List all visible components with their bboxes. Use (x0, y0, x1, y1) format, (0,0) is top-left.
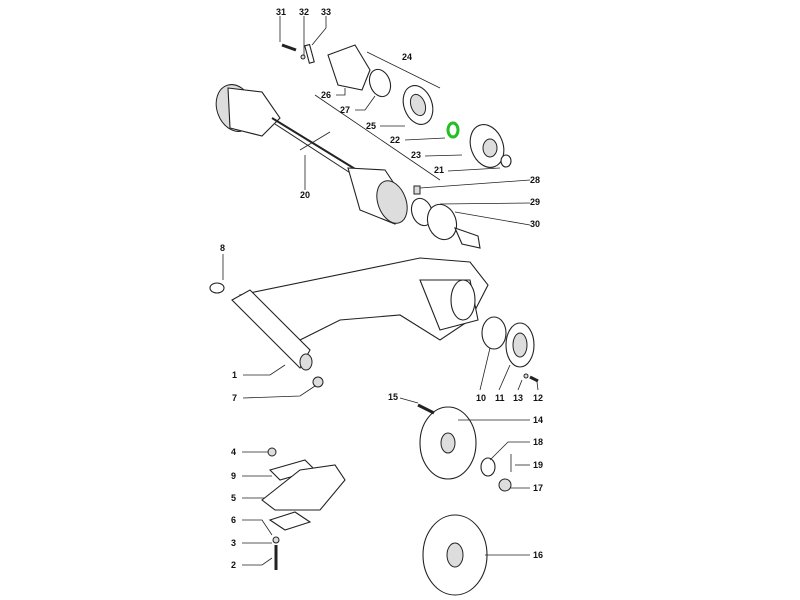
callout-7: 7 (232, 393, 237, 403)
callout-30: 30 (530, 219, 540, 229)
callout-3: 3 (231, 538, 236, 548)
leader-lines (222, 16, 539, 566)
callout-10: 10 (476, 393, 486, 403)
callout-1: 1 (232, 370, 237, 380)
callout-labels: 31 32 33 24 26 27 25 22 23 21 28 20 29 3… (220, 7, 543, 570)
brake-drum-hub (422, 514, 488, 596)
callout-16: 16 (533, 550, 543, 560)
callout-31: 31 (276, 7, 286, 17)
callout-24: 24 (402, 52, 412, 62)
callout-29: 29 (530, 197, 540, 207)
boot-kit (281, 43, 512, 249)
callout-11: 11 (495, 393, 505, 403)
callout-2: 2 (231, 560, 236, 570)
callout-5: 5 (231, 493, 236, 503)
wheel-hub (417, 403, 512, 492)
callout-27: 27 (340, 105, 350, 115)
drive-shaft (215, 84, 408, 225)
callout-32: 32 (299, 7, 309, 17)
callout-23: 23 (411, 150, 421, 160)
brake-plate (261, 447, 346, 570)
callout-20: 20 (300, 190, 310, 200)
highlighted-part-22 (446, 121, 460, 139)
trailing-arm (209, 257, 539, 388)
callout-28: 28 (530, 175, 540, 185)
callout-12: 12 (533, 393, 543, 403)
callout-13: 13 (513, 393, 523, 403)
callout-26: 26 (321, 90, 331, 100)
callout-6: 6 (231, 515, 236, 525)
callout-21: 21 (434, 165, 444, 175)
callout-25: 25 (366, 121, 376, 131)
callout-4: 4 (231, 447, 236, 457)
callout-33: 33 (321, 7, 331, 17)
callout-22: 22 (390, 135, 400, 145)
callout-17: 17 (533, 483, 543, 493)
callout-15: 15 (388, 392, 398, 402)
callout-14: 14 (533, 415, 543, 425)
callout-19: 19 (533, 460, 543, 470)
callout-18: 18 (533, 437, 543, 447)
callout-8: 8 (220, 243, 225, 253)
callout-9: 9 (231, 471, 236, 481)
